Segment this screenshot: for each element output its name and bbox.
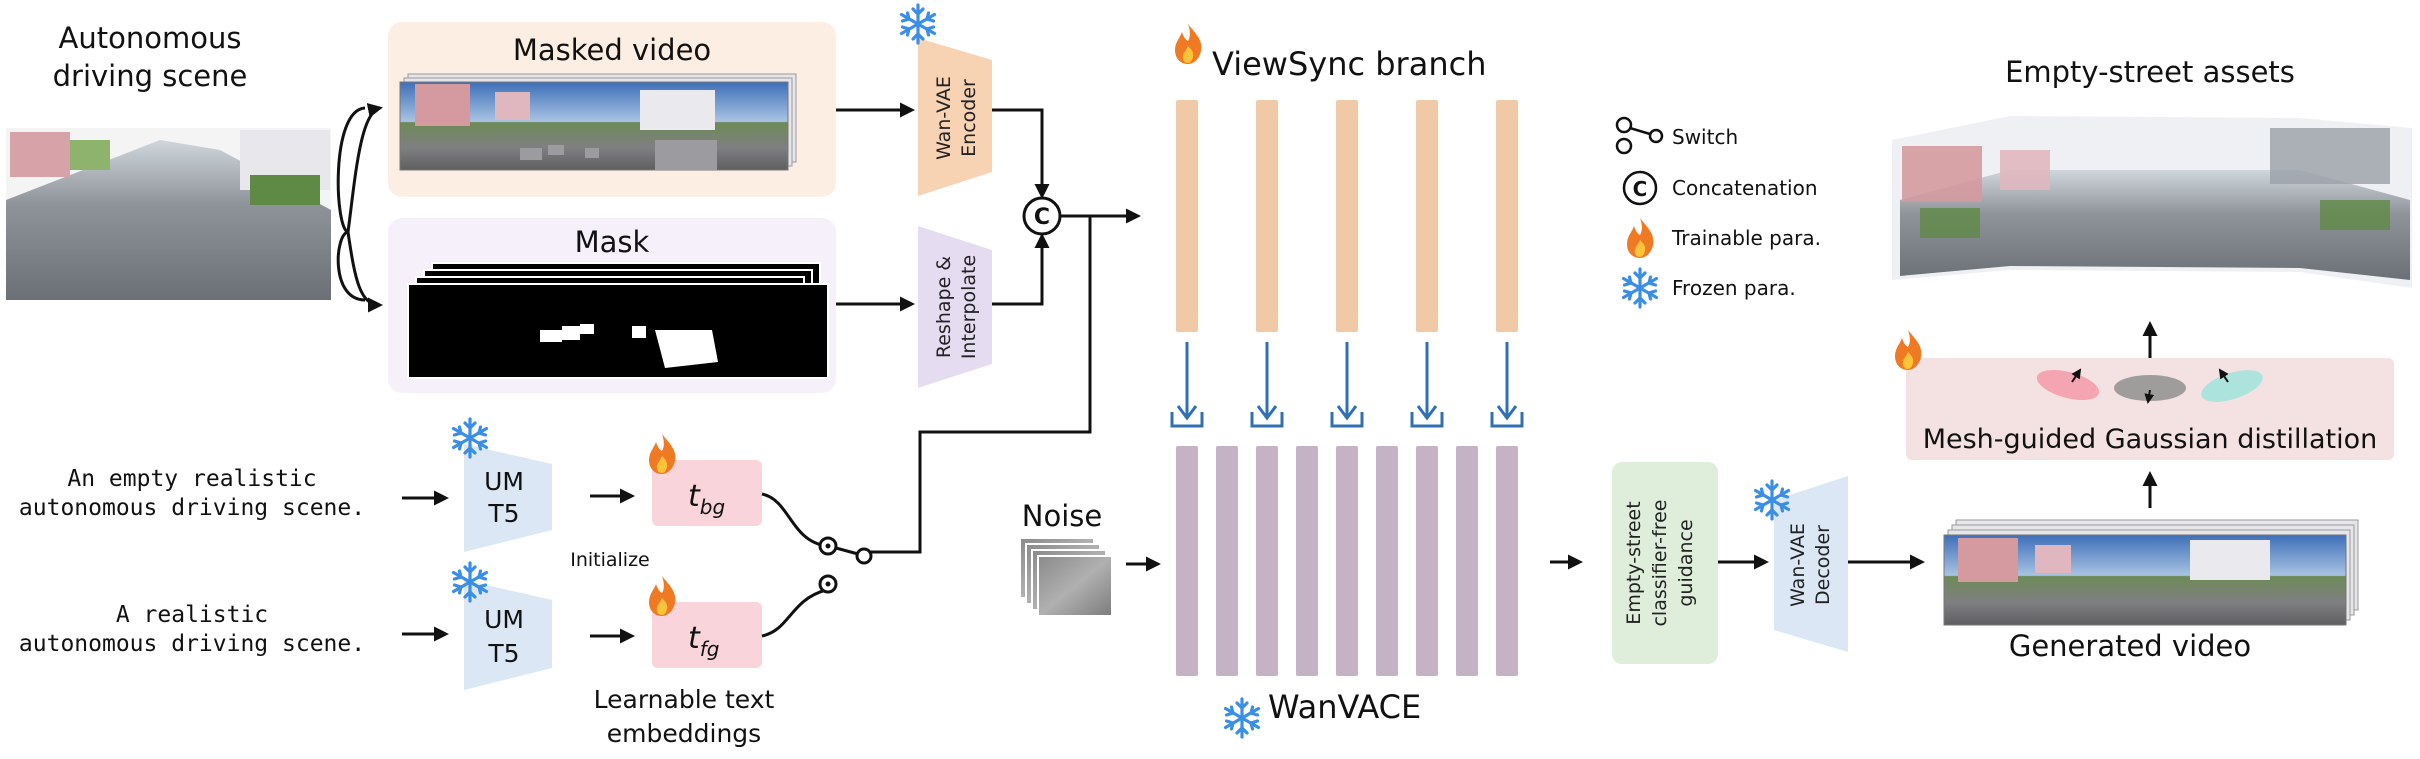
noise-label: Noise — [1022, 499, 1102, 533]
tbg-to-switch-line — [761, 492, 827, 548]
distill-trainable-flame-icon — [1895, 330, 1922, 370]
reshape-interpolate-block — [918, 226, 992, 388]
t-fg-base: t — [688, 621, 701, 656]
cfg-line1: Empty-street — [1623, 501, 1645, 624]
brace-arrow-down — [346, 231, 383, 313]
wanvace-bars — [1176, 446, 1518, 676]
legend-concat-symbol: C — [1633, 177, 1648, 201]
svg-text:tbg: tbg — [688, 479, 725, 519]
arrow-reshape-to-concat — [992, 233, 1050, 306]
svg-text:tfg: tfg — [688, 621, 720, 661]
encoder-label-line1: Wan-VAE — [933, 76, 955, 160]
masked-video-label: Masked video — [513, 33, 711, 67]
generated-video-label: Generated video — [2009, 629, 2251, 663]
arrow-encoder-to-concat — [992, 108, 1050, 199]
t-fg-trainable-flame-icon — [649, 576, 676, 616]
legend-concat-icon — [1622, 170, 1658, 206]
text-condition-line — [860, 216, 1092, 554]
prompt-bg-line1: An empty realistic — [67, 466, 316, 492]
reshape-label-line1: Reshape & — [933, 256, 955, 358]
viewsync-branch-bars — [1176, 100, 1518, 332]
t-fg-embedding — [652, 602, 762, 668]
legend-frozen-label: Frozen para. — [1672, 276, 1796, 300]
gaussian-ellipses — [2036, 368, 2263, 404]
legend-flame-icon — [1627, 218, 1654, 258]
umt5-fg-line1: UM — [484, 605, 524, 634]
scene-title-line2: driving scene — [53, 59, 248, 93]
umt5-bg-block — [464, 444, 552, 552]
prompt-fg-line2: autonomous driving scene. — [19, 631, 365, 657]
cfg-block — [1612, 462, 1718, 664]
noise-frames — [1019, 537, 1113, 617]
prompt-bg-line2: autonomous driving scene. — [19, 495, 365, 521]
decoder-line1: Wan-VAE — [1787, 523, 1809, 607]
umt5-fg-block — [464, 580, 552, 690]
viewsync-trainable-flame-icon — [1175, 24, 1202, 64]
legend-concat-label: Concatenation — [1672, 176, 1818, 200]
t-bg-embedding — [652, 460, 762, 526]
wanvace-label: WanVACE — [1268, 688, 1421, 726]
mask-label: Mask — [575, 225, 650, 259]
concat-symbol: C — [1034, 205, 1050, 230]
t-bg-base: t — [688, 479, 701, 514]
legend-switch-icon — [1615, 116, 1664, 155]
encoder-frozen-snowflake-icon — [899, 3, 937, 45]
wan-vae-decoder-block — [1774, 476, 1848, 652]
viewsync-branch-label: ViewSync branch — [1212, 45, 1486, 83]
gaussian-distill-label: Mesh-guided Gaussian distillation — [1923, 424, 2378, 455]
t-bg-trainable-flame-icon — [649, 434, 676, 474]
brace-arrow-up — [346, 103, 383, 233]
cfg-line2: classifier-free — [1649, 499, 1671, 626]
wanvace-frozen-snowflake-icon — [1223, 697, 1261, 739]
t-fg-sub: fg — [700, 637, 720, 661]
scene-pointcloud-image — [6, 128, 331, 300]
mask-frames — [407, 262, 829, 379]
wan-vae-encoder-block — [918, 38, 992, 196]
learnable-line1: Learnable text — [594, 685, 775, 714]
legend-snowflake-icon — [1621, 267, 1659, 309]
empty-street-assets-label: Empty-street assets — [2005, 55, 2295, 89]
scene-title-line1: Autonomous — [59, 21, 242, 55]
masked-video-frames — [399, 73, 797, 171]
umt5-fg-line2: T5 — [487, 639, 519, 668]
learnable-line2: embeddings — [607, 719, 761, 748]
legend-switch-label: Switch — [1672, 125, 1738, 149]
initialize-label: Initialize — [570, 549, 650, 571]
prompt-fg-line1: A realistic — [116, 602, 268, 628]
empty-street-assets-image — [1892, 116, 2412, 288]
generated-video-frames — [1943, 519, 2359, 626]
decoder-line2: Decoder — [1812, 525, 1834, 605]
tfg-to-switch-line — [761, 588, 827, 638]
encoder-label-line2: Encoder — [958, 79, 980, 157]
injection-arrows — [1170, 342, 1524, 428]
umt5-bg-line1: UM — [484, 467, 524, 496]
legend: Switch C Concatenation Trainable para. F… — [1615, 116, 1821, 309]
gaussian-distill-panel — [1906, 358, 2394, 460]
reshape-label-line2: Interpolate — [958, 255, 980, 359]
t-bg-sub: bg — [700, 495, 725, 519]
legend-trainable-label: Trainable para. — [1671, 226, 1821, 250]
cfg-line3: guidance — [1675, 519, 1697, 606]
switch-icon — [818, 536, 873, 594]
umt5-bg-line2: T5 — [487, 499, 519, 528]
